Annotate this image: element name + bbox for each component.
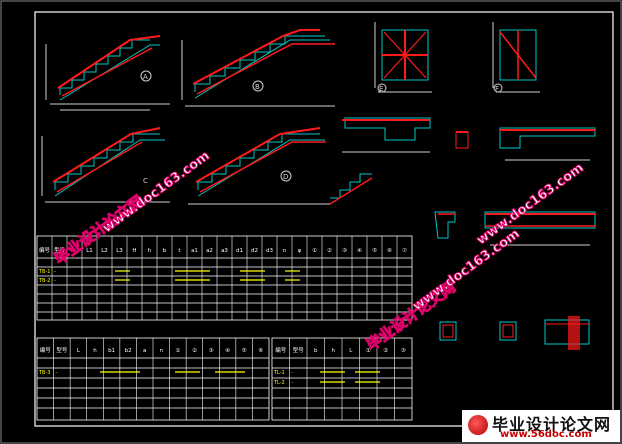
- table-header-cell: ②: [327, 247, 332, 254]
- table-cell: TB-1: [38, 269, 50, 275]
- table-header-cell: L1: [86, 248, 93, 254]
- table-header-cell: d3: [266, 248, 273, 254]
- table-header-cell: b2: [125, 348, 132, 354]
- table-3-columns: [289, 338, 395, 420]
- table-header-cell: h: [148, 248, 152, 254]
- stair-elevation-a: [45, 35, 170, 111]
- table-3-body: TL-1 - TL-2 -: [273, 370, 294, 386]
- table-header-cell: h: [93, 348, 97, 354]
- table-cell: -: [292, 380, 294, 386]
- table-cell: -: [54, 278, 56, 284]
- table-header-cell: L3: [116, 248, 123, 254]
- table-header-cell: a: [143, 348, 146, 354]
- table-cell: TL-2: [273, 380, 285, 386]
- table-header-cell: ①: [366, 348, 371, 354]
- table-header-cell: n: [160, 348, 164, 354]
- table-header-cell: h: [332, 348, 336, 354]
- stair-detail-small: [329, 173, 373, 205]
- stair-elevation-d: [188, 127, 330, 205]
- table-header-cell: d2: [251, 248, 258, 254]
- table-1-body: TB-1-TB-2-: [38, 269, 56, 284]
- table-header-cell: ⑥: [258, 348, 263, 354]
- logo-url: www.56doc.com: [500, 429, 592, 440]
- table-header-cell: ⑤: [372, 248, 377, 254]
- table-header-cell: 型号: [293, 346, 305, 354]
- section-mark-d: D: [283, 173, 288, 181]
- table-header-cell: H: [132, 248, 136, 254]
- table-cell: TB-3: [38, 370, 50, 376]
- column-section-2: [499, 321, 517, 341]
- table-header-cell: ⑥: [387, 248, 392, 254]
- table-header-cell: 编号: [40, 346, 52, 354]
- table-header-cell: a3: [221, 248, 228, 254]
- plan-view-e: [374, 22, 432, 93]
- table-header-cell: b: [163, 248, 167, 254]
- beam-section-2: [499, 127, 596, 161]
- section-mark-f: F: [495, 85, 499, 93]
- column-section-3: [544, 316, 590, 350]
- column-section-1: [439, 321, 457, 341]
- beam-detail-small: [455, 131, 469, 149]
- table-header-cell: 型号: [56, 346, 68, 354]
- table-cell: -: [56, 370, 58, 376]
- table-cell: TB-2: [38, 278, 50, 284]
- table-cell: TL-1: [273, 370, 285, 376]
- table-header-cell: ③: [209, 348, 214, 354]
- table-header-cell: t: [178, 248, 181, 254]
- table-header-cell: 编号: [39, 246, 51, 254]
- table-header-cell: b: [314, 348, 318, 354]
- table-header-cell: ②: [192, 347, 197, 354]
- table-header-cell: d1: [236, 248, 243, 254]
- table-header-cell: L: [73, 248, 77, 254]
- table-header-cell: φ: [298, 248, 302, 254]
- table-3-header: 编号型号 b h L ① ② ③: [275, 346, 406, 354]
- beam-elevation: [484, 211, 596, 246]
- section-mark-a: A: [143, 73, 148, 81]
- landing-beam-detail: [434, 211, 456, 239]
- section-mark-e: E: [379, 85, 383, 93]
- table-header-cell: ④: [357, 248, 362, 254]
- reinforcement-table-1: [36, 235, 413, 321]
- table-header-cell: L: [77, 348, 81, 354]
- table-header-cell: L2: [101, 248, 108, 254]
- table-header-cell: ⑦: [402, 247, 407, 254]
- beam-section-1: [342, 117, 431, 153]
- stair-elevation-b: [181, 29, 335, 107]
- table-1-columns: [51, 236, 398, 320]
- stair-elevation-c: [41, 127, 170, 203]
- logo-badge-icon: [468, 415, 488, 435]
- table-header-cell: ①: [312, 248, 317, 254]
- site-logo: 毕业设计论文网 www.56doc.com: [462, 410, 620, 442]
- table-header-cell: n: [283, 248, 287, 254]
- logo-title: 毕业设计论文网: [492, 415, 612, 434]
- table-cell: -: [54, 269, 56, 275]
- table-2-body: TB-3-: [38, 370, 58, 376]
- table-header-cell: b1: [108, 348, 115, 354]
- table-header-cell: ①: [175, 348, 180, 354]
- table-header-cell: a2: [206, 248, 213, 254]
- drawing-frame: [34, 11, 614, 427]
- table-header-cell: ④: [225, 348, 230, 354]
- section-mark-b: B: [255, 83, 260, 91]
- plan-view-f: [492, 22, 540, 93]
- table-header-cell: ③: [342, 248, 347, 254]
- table-header-cell: ⑤: [242, 348, 247, 354]
- table-header-cell: ③: [401, 348, 406, 354]
- table-header-cell: 编号: [275, 346, 287, 354]
- table-header-cell: ②: [383, 347, 388, 354]
- table-cell-highlights: [100, 270, 380, 383]
- table-cell: -: [292, 370, 294, 376]
- table-header-cell: L: [349, 348, 353, 354]
- section-mark-c: C: [143, 177, 148, 185]
- table-header-cell: 型号: [54, 246, 66, 254]
- table-header-cell: a1: [191, 248, 198, 254]
- table-2-columns: [53, 338, 253, 420]
